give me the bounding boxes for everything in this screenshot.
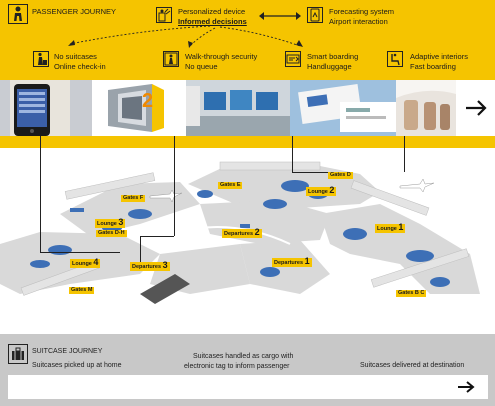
lounge-3-label: Lounge 3 [95,217,126,228]
gates-dh-label: Gates D-H [96,230,127,237]
boarding-pass-icon [285,51,301,67]
connector-line [404,136,405,172]
device-icon [156,7,172,23]
informed-decisions-label: Informed decisions [178,17,247,26]
phone-photo [0,80,92,136]
connector-line [292,172,340,173]
handluggage-label: Handluggage [307,62,352,71]
gates-m-label: Gates M [69,287,95,294]
personalized-device-label: Personalized device [178,7,246,16]
connector-line [40,136,41,252]
lounge-2-label: Lounge 2 [306,185,337,196]
connector-line [292,136,293,172]
suitcase-next-arrow-icon [458,381,475,393]
suitcase-icon [8,344,28,364]
connector-line [140,236,174,237]
suitcase-journey-bar [8,375,488,399]
gates-e-label: Gates E [218,182,243,189]
gates-f-label: Gates F [121,195,146,202]
gates-d-label: Gates D [328,172,353,179]
picked-up-label: Suitcases picked up at home [32,362,122,369]
suitcase-journey-title: SUITCASE JOURNEY [32,348,103,355]
departures-1-label: Departures 1 [272,256,312,267]
passenger-journey-title: PASSENGER JOURNEY [32,7,117,16]
adaptive-interiors-label: Adaptive interiors [410,52,468,61]
bidirectional-arrow-icon [259,12,301,20]
connector-line [174,136,175,236]
handled-line2-label: electronic tag to inform passenger [184,363,290,370]
airport-interaction-label: Airport interaction [329,17,388,26]
fast-boarding-label: Fast boarding [410,62,456,71]
walk-through-security-label: Walk-through security [185,52,258,61]
passenger-icon [8,4,28,24]
smart-boarding-label: Smart boarding [307,52,359,61]
boarding-pass-photo [290,80,396,136]
airport-map [0,161,480,304]
no-queue-label: No queue [185,62,218,71]
forecasting-icon [307,7,323,23]
departures-3-label: Departures 3 [130,260,170,271]
online-checkin-label: Online check-in [54,62,106,71]
forecasting-system-label: Forecasting system [329,7,395,16]
cabin-interior-photo [396,80,456,136]
no-suitcases-label: No suitcases [54,52,97,61]
seat-icon [387,51,403,67]
lounge-1-label: Lounge 1 [375,222,406,233]
lounge-4-label: Lounge 4 [70,257,101,268]
security-tunnel-photo: 2 [92,80,186,136]
departures-2-label: Departures 2 [222,227,262,238]
journey-next-arrow [456,80,495,136]
connector-line [40,252,120,253]
terminal-screens-photo [186,80,290,136]
no-suitcase-icon [33,51,49,67]
security-gate-icon [163,51,179,67]
tunnel-number: 2 [142,90,154,112]
connector-line [140,236,141,266]
delivered-label: Suitcases delivered at destination [360,362,465,369]
connector-arrows [68,25,303,48]
gates-bc-label: Gates B C [396,290,427,297]
handled-line1-label: Suitcases handled as cargo with [193,353,294,360]
